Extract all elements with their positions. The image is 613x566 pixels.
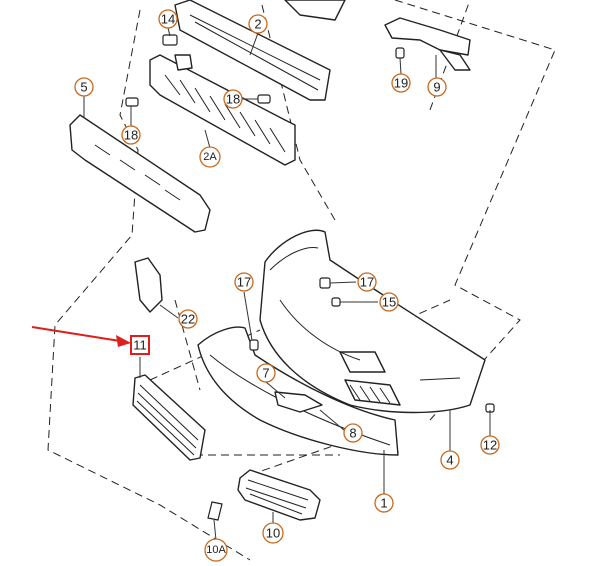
svg-text:2: 2: [254, 17, 261, 32]
bolt-15: [331, 297, 341, 307]
callout-4: 4: [440, 450, 460, 470]
callout-14: 14: [158, 9, 178, 29]
leader-lines: [83, 27, 491, 541]
svg-text:15: 15: [382, 295, 396, 310]
part-11-grille: [132, 374, 206, 461]
callout-2: 2: [248, 14, 268, 34]
part-5-absorber-block: [69, 114, 211, 233]
part-4-bumper-cover: [259, 229, 486, 414]
fasteners: [125, 34, 495, 521]
svg-text:8: 8: [349, 426, 356, 441]
svg-text:5: 5: [80, 80, 87, 95]
svg-text:22: 22: [181, 312, 195, 327]
callout-18-left: 18: [121, 125, 141, 145]
svg-text:1: 1: [380, 496, 387, 511]
svg-text:17: 17: [237, 275, 251, 290]
part-2a-absorber: [149, 54, 296, 166]
callout-5: 5: [74, 77, 94, 97]
callout-8: 8: [343, 423, 363, 443]
bolt-17b: [319, 277, 331, 289]
svg-text:10A: 10A: [206, 544, 226, 556]
svg-text:14: 14: [161, 12, 175, 27]
callout-19: 19: [391, 73, 411, 93]
svg-text:12: 12: [483, 438, 497, 453]
svg-text:18: 18: [226, 92, 240, 107]
callout-1: 1: [374, 493, 394, 513]
bolt-18b: [257, 94, 271, 104]
callout-10a: 10A: [204, 538, 228, 562]
svg-text:11: 11: [133, 338, 147, 353]
callout-17-right: 17: [357, 272, 377, 292]
bolt-14: [162, 34, 178, 46]
callout-10: 10: [262, 522, 284, 544]
callout-11-highlighted: 11: [130, 335, 150, 355]
svg-text:10: 10: [266, 526, 280, 541]
bolt-18a: [125, 97, 139, 107]
part-7-air-guide: [274, 391, 323, 413]
svg-text:19: 19: [394, 76, 408, 91]
callout-12: 12: [480, 435, 500, 455]
part-2-reinforcement-bar: [174, 0, 346, 101]
callout-15: 15: [379, 292, 399, 312]
bolt-10a: [207, 501, 223, 521]
bolt-19: [395, 47, 405, 59]
svg-text:18: 18: [124, 128, 138, 143]
svg-text:7: 7: [262, 366, 269, 381]
callout-2a: 2A: [199, 146, 221, 168]
bolt-17a: [249, 339, 259, 351]
callout-9: 9: [427, 77, 447, 97]
svg-text:2A: 2A: [203, 151, 217, 163]
part-10-fog-grille: [237, 469, 321, 521]
callout-7: 7: [256, 363, 276, 383]
svg-text:4: 4: [446, 453, 453, 468]
callout-22: 22: [178, 309, 198, 329]
part-9-bracket: [384, 17, 471, 71]
svg-text:17: 17: [360, 275, 374, 290]
red-arrow-icon: [31, 326, 131, 347]
svg-text:9: 9: [433, 80, 440, 95]
part-22-side-bracket: [134, 257, 163, 313]
callout-18-center: 18: [223, 89, 243, 109]
callout-17-left: 17: [234, 272, 254, 292]
